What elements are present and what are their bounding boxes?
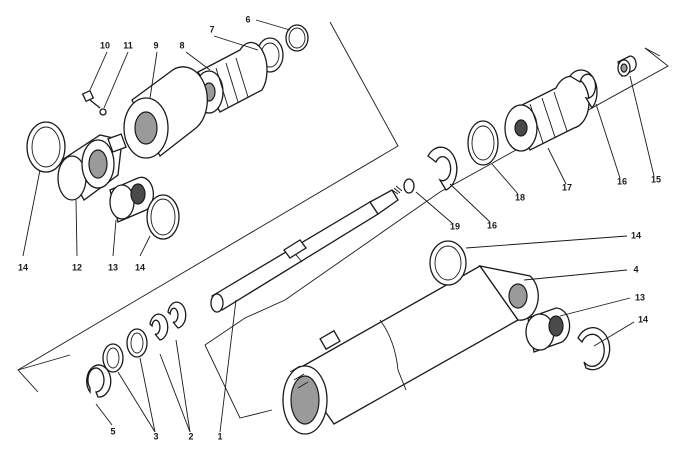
part-16-split-ring-left [427,146,458,191]
callout-7: 7 [209,24,214,34]
callout-18: 18 [515,192,525,202]
callout-10: 10 [100,40,110,50]
part-2-split-rings [149,301,187,341]
callout-5: 5 [110,426,115,436]
callout-14-far-left: 14 [18,262,28,272]
part-6-seal-ring [285,24,309,52]
callout-labels: 1 2 3 4 5 6 7 8 9 10 11 12 13 13 14 14 1… [18,14,661,441]
part-19-o-ring [403,178,415,194]
callout-14-right-lower: 14 [638,314,648,324]
part-9-head-cover [123,66,208,159]
callout-15: 15 [651,174,661,184]
part-14-snap-ring-lower [577,327,611,371]
callout-19: 19 [450,221,460,231]
part-1-piston-rod [210,185,403,313]
rod-end-group [427,55,637,191]
callout-6: 6 [245,14,250,24]
part-18-ring [467,120,499,166]
callout-2: 2 [188,431,193,441]
part-17-piston [504,75,590,152]
callout-4: 4 [633,264,638,274]
part-12-gland [57,133,127,201]
part-15-nut [617,55,637,77]
part-16-split-ring-right [569,69,598,110]
callout-13-upper: 13 [108,262,118,272]
part-5-snap-ring [86,364,112,398]
callout-16-right: 16 [617,176,627,186]
callout-13-lower: 13 [635,292,645,302]
part-4-cylinder-tube [282,265,539,435]
callout-1: 1 [217,431,222,441]
callout-3: 3 [153,431,158,441]
piston-head-group [26,24,309,240]
part-11-washer [99,108,107,116]
callout-11: 11 [123,40,133,50]
callout-14-left: 14 [135,262,145,272]
part-14-ring-tube [429,240,467,286]
callout-9: 9 [153,40,158,50]
callout-12: 12 [72,262,82,272]
callout-14-right-upper: 14 [631,230,641,240]
cylinder-tube-group [282,240,611,435]
assembly-frames [17,21,669,419]
part-10-bolt [81,89,101,109]
piston-rod-group [86,178,415,398]
part-14-ring-upper-left [26,121,66,173]
part-13-bushing-upper [109,176,155,223]
part-13-bushing-lower [525,307,571,353]
callout-16-left: 16 [487,220,497,230]
part-14-snap-ring-upper [146,194,180,240]
callout-17: 17 [562,182,572,192]
part-3-wear-rings [102,328,148,373]
callout-8: 8 [179,40,184,50]
leader-lines [22,19,655,433]
